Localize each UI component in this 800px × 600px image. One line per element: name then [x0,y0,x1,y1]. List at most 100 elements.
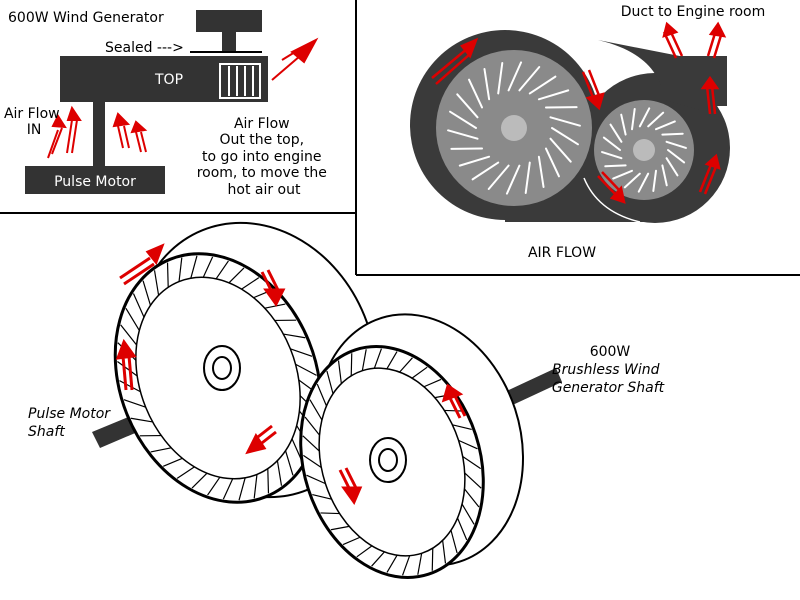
fan-slat [142,280,152,306]
fan-slat [190,255,198,279]
fan-slat [153,270,160,296]
air-flow-arrow-icon [260,269,286,307]
fan-blade [623,172,641,189]
fan-slat [125,307,140,331]
fan-blade [524,161,531,194]
wheels-panel: Pulse Motor Shaft 600W Brushless Wind Ge… [28,221,665,579]
fan-slat [442,540,447,564]
fan-slat [264,303,286,309]
fan-slat [356,545,373,558]
air-in-line: Air Flow [4,106,60,122]
fan-slat [162,457,183,467]
right-shaft-title: 600W [590,344,631,360]
fan-slat [132,293,145,318]
left-shaft-line: Shaft [28,424,65,440]
fan-blade [537,155,545,189]
fan-blade [528,75,557,95]
air-out-line: to go into engine [202,149,321,165]
front-view-panel: Duct to Engine room AIR FLOW [410,4,765,261]
wheel-arrows [115,243,467,506]
fan-slat [462,456,482,470]
air-out-label: Air Flow Out the top, to go into engine … [197,116,332,198]
fan-blade [647,111,665,128]
fan-blade [447,129,479,140]
fan-blade [471,161,500,181]
air-flow-arrow-icon [245,424,277,455]
fan-blade [458,155,491,167]
air-out-line: Air Flow [234,116,290,132]
fan-slat [326,370,334,394]
fan-slat [312,493,332,500]
side-arrows [47,37,319,159]
fan-slat [452,424,472,431]
air-flow-arrow-icon [700,75,720,115]
generator-body [196,10,262,32]
fan-slat [295,363,317,376]
fan-slat [150,447,172,453]
large-fan-wheel [436,50,592,206]
fan-slat [284,450,294,476]
air-flow-arrow-icon [431,37,479,85]
fan-blade [638,107,651,128]
fan-blade [456,93,479,119]
fan-slat [450,530,458,554]
fan-blade [505,164,521,195]
fan-slat [241,277,260,290]
fan-blade [468,78,484,109]
fan-blade [609,123,623,143]
fan-blade [551,127,579,146]
fan-slat [371,551,385,567]
generator-title: 600W Wind Generator [8,10,164,26]
small-fan-wheel [594,100,694,200]
fan-slat [342,536,361,546]
air-flow-arrow-icon [581,69,605,111]
sealed-label: Sealed ---> [105,40,184,56]
fan-slat [130,417,153,423]
fan-slat [461,503,475,525]
fan-slat [276,460,283,486]
fan-slat [202,256,214,278]
panel-borders [0,0,800,276]
fan-slat [306,474,326,485]
fan-blade [612,169,633,180]
air-out-line: room, to move the [197,165,327,181]
fan-blade [665,157,679,177]
fan-blade [549,116,581,127]
motor-post [93,102,105,166]
fan-blade [518,66,541,92]
fan-slat [316,383,328,407]
air-flow-arrow-icon [441,383,467,419]
fan-blade [449,110,477,129]
fan-slat [123,399,146,408]
left-shaft-label: Pulse Motor Shaft [28,406,114,440]
generator-neck [222,32,236,52]
fan-slat [458,439,478,450]
fan-blade [507,61,523,92]
fan-blade [661,164,668,187]
fan-blade [544,147,560,178]
fan-blade [665,140,687,149]
fan-slat [222,478,234,500]
pulse-motor-box [25,166,165,194]
fan-slat [464,472,482,489]
air-flow-arrow-icon [119,243,165,286]
vent-grille [219,63,261,99]
fan-slat [309,399,323,421]
fan-slat [444,409,464,412]
fan-slat [373,348,383,369]
fan-blade [483,67,491,101]
fan-blade [549,137,572,163]
fan-blade [487,164,510,190]
fan-slat [215,260,229,280]
fan-slat [253,474,258,499]
fan-slat [119,380,141,393]
fan-slat [283,333,306,339]
air-flow-arrow-icon [115,338,137,391]
fan-slat [178,257,183,282]
fan-blade [601,151,623,160]
fan-slat [337,360,342,384]
pulse-motor-label: Pulse Motor [54,174,136,190]
air-flow-caption: AIR FLOW [528,245,596,261]
fan-blade [661,132,684,136]
